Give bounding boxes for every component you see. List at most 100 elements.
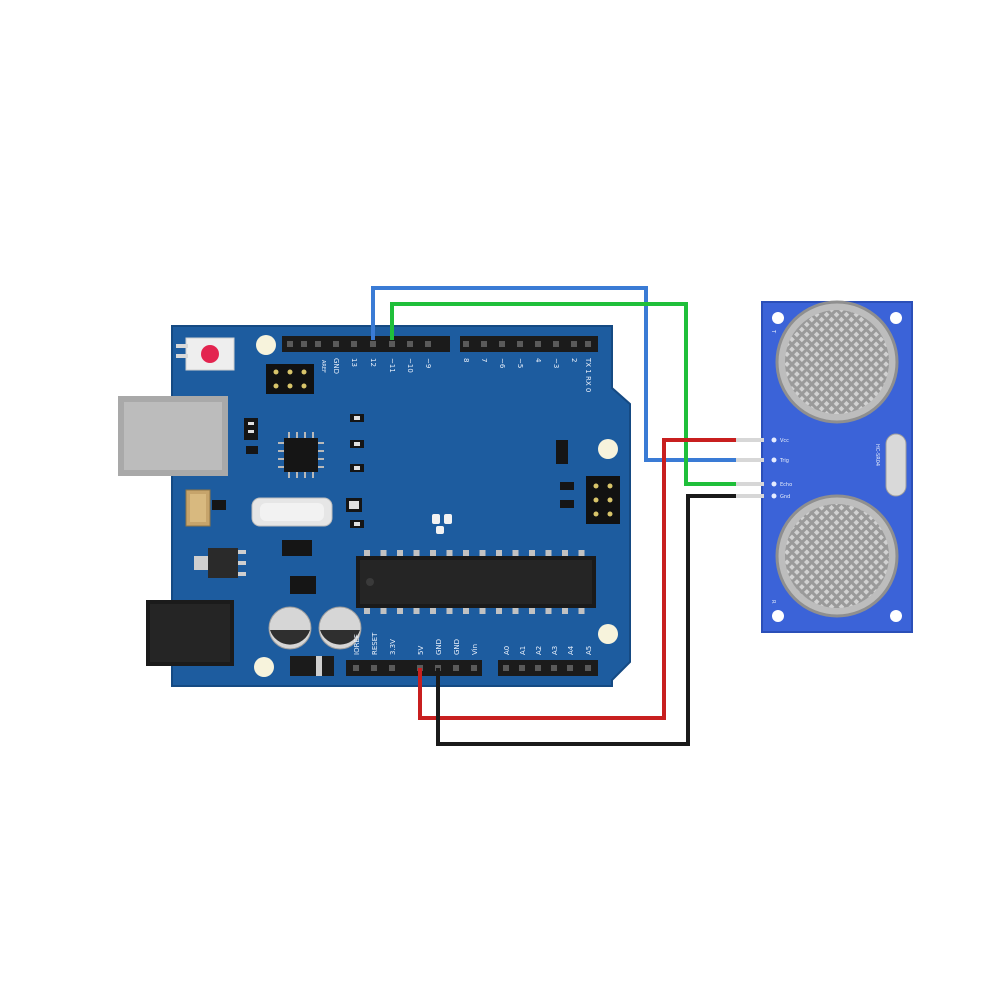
sensor-pin-label: Gnd — [780, 494, 790, 500]
mounting-hole — [890, 610, 902, 622]
header-pin — [535, 341, 541, 347]
digital-pin-label: GND — [332, 358, 340, 374]
wire-green — [390, 302, 736, 486]
wire-red — [418, 438, 736, 720]
header-pin — [499, 341, 505, 347]
digital-header: GND 13 12 ~11 ~10 ~9 8 7 ~6 ~5 4 ~3 2 TX 1 RX 0 AREF — [282, 336, 598, 392]
header-pin — [371, 665, 377, 671]
header-pin — [553, 341, 559, 347]
sensor-pin-label: Trig — [779, 458, 789, 464]
sensor-model-label: HC-SR04 — [874, 444, 880, 466]
header-pin — [301, 341, 307, 347]
wire-blue — [371, 286, 736, 462]
digital-pin-label: ~5 — [516, 358, 524, 368]
icsp-header — [266, 364, 314, 394]
sensor-pin-label: Vcc — [780, 438, 789, 444]
sensor-pin — [736, 458, 764, 462]
header-pin — [571, 341, 577, 347]
sensor-pin — [736, 482, 764, 486]
electrolytic-capacitor — [268, 606, 362, 650]
header-pin — [333, 341, 339, 347]
header-pin — [567, 665, 573, 671]
digital-pin-label: ~9 — [424, 358, 432, 368]
digital-pin-label: 2 — [570, 358, 578, 362]
analog-pin-label: A5 — [585, 646, 593, 655]
diode — [290, 656, 334, 676]
mounting-hole — [772, 312, 784, 324]
mounting-hole — [772, 610, 784, 622]
digital-pin-label: RX 0 — [584, 376, 592, 392]
mounting-hole — [598, 624, 618, 644]
analog-pin-label: A1 — [519, 646, 527, 655]
header-pin — [463, 341, 469, 347]
voltage-regulator — [194, 548, 246, 578]
header-pin — [551, 665, 557, 671]
microcontroller-chip-icon — [356, 550, 596, 614]
sensor-corner-label-bottom: R — [770, 600, 776, 604]
aref-label: AREF — [320, 360, 326, 373]
arduino-board: GND 13 12 ~11 ~10 ~9 8 7 ~6 ~5 4 ~3 2 TX 1 RX 0 AREF I… — [118, 325, 631, 687]
sensor-pin-label: Echo — [780, 482, 792, 488]
digital-pin-label: 8 — [462, 358, 470, 362]
mounting-hole — [598, 439, 618, 459]
header-pin — [389, 341, 395, 347]
sensor-pin — [736, 438, 764, 442]
header-pin — [519, 665, 525, 671]
power-pin-label: IOREF — [353, 634, 361, 655]
reset-button-icon — [176, 337, 235, 371]
digital-pin-label: 13 — [350, 358, 358, 367]
header-pin — [370, 341, 376, 347]
digital-pin-label: ~3 — [552, 358, 560, 368]
status-leds — [432, 514, 452, 534]
digital-pin-label: ~6 — [498, 358, 506, 369]
ultrasonic-transducer-icon — [775, 300, 899, 424]
digital-pin-label: ~10 — [406, 358, 414, 373]
mounting-hole — [256, 335, 276, 355]
analog-pin-label: A2 — [535, 646, 543, 655]
header-pin — [585, 665, 591, 671]
analog-pin-label: A3 — [551, 646, 559, 655]
digital-pin-label: TX 1 — [584, 357, 592, 374]
power-jack-icon — [146, 600, 234, 666]
analog-pin-label: A0 — [503, 646, 511, 655]
wire-black — [436, 494, 736, 746]
mounting-hole — [254, 657, 274, 677]
sensor-corner-label-top: T — [770, 329, 776, 334]
analog-pin-label: A4 — [567, 645, 575, 655]
digital-pin-label: 4 — [534, 358, 542, 363]
header-pin — [503, 665, 509, 671]
icsp-header — [586, 476, 620, 524]
header-pin — [407, 341, 413, 347]
crystal-oscillator — [251, 497, 333, 527]
header-pin — [453, 665, 459, 671]
usb-connector-icon — [118, 396, 228, 476]
power-pin-label: 5V — [417, 646, 425, 655]
power-header: IOREF RESET 3.3V 5V GND GND Vin A0 A1 A2 A3 A4 A5 — [346, 632, 598, 676]
header-pin — [481, 341, 487, 347]
header-pin — [517, 341, 523, 347]
header-pin — [585, 341, 591, 347]
power-pin-label: Vin — [471, 644, 479, 655]
header-pin — [351, 341, 357, 347]
digital-pin-label: 12 — [369, 358, 377, 367]
digital-pin-label: 7 — [480, 358, 488, 362]
header-pin — [389, 665, 395, 671]
mounting-hole — [890, 312, 902, 324]
header-pin — [315, 341, 321, 347]
header-pin — [353, 665, 359, 671]
usb-chip — [278, 432, 324, 478]
ultrasonic-transducer-icon — [775, 494, 899, 618]
power-pin-label: GND — [435, 639, 443, 655]
sensor-pin — [736, 494, 764, 498]
wires — [371, 286, 736, 746]
header-pin — [425, 341, 431, 347]
sensor-crystal — [885, 433, 907, 497]
power-pin-label: RESET — [371, 632, 379, 655]
power-pin-label: 3.3V — [389, 639, 397, 655]
header-pin — [471, 665, 477, 671]
power-pin-label: GND — [453, 639, 461, 655]
header-pin — [535, 665, 541, 671]
digital-pin-label: ~11 — [388, 358, 396, 373]
